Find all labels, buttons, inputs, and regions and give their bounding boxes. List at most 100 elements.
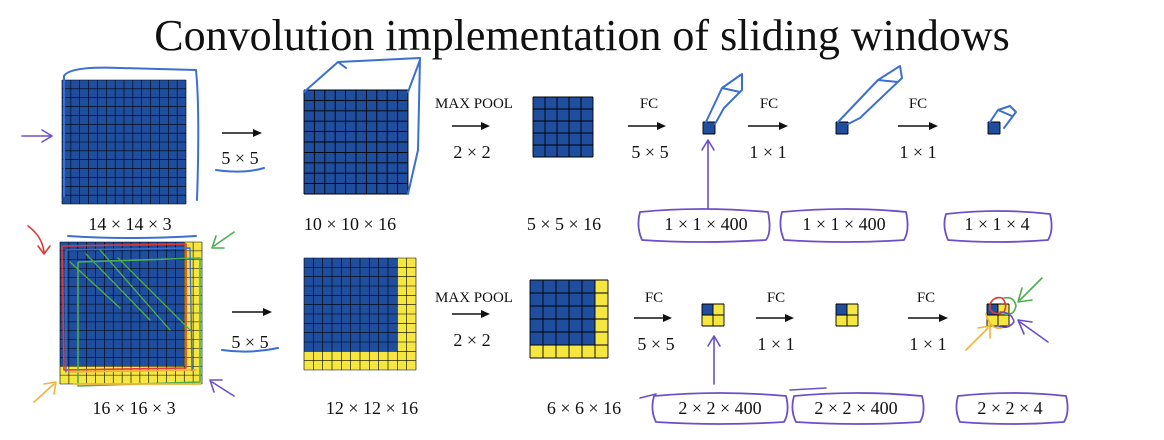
top-fc1-pointer <box>701 139 715 209</box>
bottom-pool-output-label: 6 × 6 × 16 <box>546 398 622 418</box>
arrow-layer <box>222 122 948 322</box>
top-pool-grid-blue-fill <box>533 97 593 157</box>
bottom-input-size-label: 16 × 16 × 3 <box>92 398 176 418</box>
top-fc2-output-label: 1 × 1 × 400 <box>802 214 886 234</box>
bottom-arrow-pool-head <box>481 310 490 318</box>
top-fc3-label: FC <box>908 96 928 112</box>
top-arrow-fc3 <box>898 122 938 130</box>
top-fc2-cell <box>835 121 849 135</box>
bottom-input-orange-window <box>69 369 201 385</box>
bottom-fc3-orange-pointer <box>965 325 991 351</box>
bottom-input-red-window <box>61 243 187 371</box>
top-fc3-output-circle <box>943 210 1053 243</box>
bottom-fc3-output-label: 2 × 2 × 4 <box>977 398 1043 418</box>
top-fc3-slab-sketch <box>989 105 1017 129</box>
bottom-green-pointer <box>211 231 235 249</box>
bottom-pool-size-label: 2 × 2 <box>453 330 491 350</box>
bottom-fc2-output-circle <box>791 392 925 425</box>
bottom-arrow-pool <box>452 310 490 318</box>
top-fc3-size-label: 1 × 1 <box>899 142 937 162</box>
top-fc2-cell-blue-fill <box>836 122 848 134</box>
bottom-fc2-grid-grid-lines <box>835 303 859 327</box>
bottom-fc3-red-circle <box>989 296 1007 315</box>
bottom-arrow-fc2 <box>756 314 794 322</box>
top-conv-grid <box>303 89 409 195</box>
bottom-pool-grid-grid-lines <box>529 279 609 359</box>
bottom-conv-grid <box>303 257 417 371</box>
top-conv-3d-sketch <box>303 57 421 195</box>
top-arrow-pool-head <box>481 122 490 130</box>
bottom-fc3-grid-blue-fill <box>987 304 998 315</box>
top-fc1-label: FC <box>639 96 659 112</box>
top-arrow-fc1 <box>628 122 666 130</box>
top-fc3-cell-grid-lines <box>987 121 1001 135</box>
bottom-fc1-grid-grid-lines <box>701 303 725 327</box>
bottom-arrow-fc3-head <box>939 314 948 322</box>
bottom-fc3-label: FC <box>916 290 936 306</box>
bottom-fc3-output-circle <box>955 392 1069 425</box>
top-input-size-label: 14 × 14 × 3 <box>88 214 172 234</box>
bottom-fc3-purple-circle <box>997 311 1015 329</box>
bottom-purple-pointer <box>209 379 235 397</box>
bottom-fc2-grid <box>835 303 859 327</box>
bottom-fc1-label: FC <box>644 290 664 306</box>
grid-layer <box>59 79 1010 385</box>
bottom-fc1-pointer <box>707 335 721 385</box>
top-arrow-conv-head <box>253 129 262 137</box>
top-arrow-fc1-head <box>657 122 666 130</box>
top-arrow-fc2-head <box>779 122 788 130</box>
top-input-grid-grid-lines <box>61 79 187 205</box>
bottom-pool-grid-blue-fill <box>530 280 595 345</box>
top-fc1-size-label: 5 × 5 <box>631 142 669 162</box>
top-fc1-cell-blue-fill <box>703 122 715 134</box>
top-fc2-cell-grid-lines <box>835 121 849 135</box>
top-conv-grid-grid-lines <box>303 89 409 195</box>
bottom-arrow-fc3 <box>908 314 948 322</box>
bottom-fc2-label: FC <box>766 290 786 306</box>
top-fc2-output-circle <box>779 208 909 243</box>
top-conv-filter-label: 5 × 5 <box>221 148 259 168</box>
top-fc1-cell <box>702 121 716 135</box>
bottom-arrow-conv <box>232 308 272 316</box>
bottom-pool-grid <box>529 279 609 359</box>
bottom-conv-underline <box>221 347 279 353</box>
top-conv-underline <box>215 167 265 173</box>
bottom-fc1-output-label: 2 × 2 × 400 <box>678 398 762 418</box>
bottom-fc1-grid-blue-fill <box>702 304 713 315</box>
top-fc1-output-circle <box>637 208 771 243</box>
top-input-underline <box>67 235 197 239</box>
top-pool-output-label: 5 × 5 × 16 <box>526 214 602 234</box>
bottom-input-grid-grid-lines <box>59 241 203 385</box>
bottom-fc1-dash-left <box>639 393 657 399</box>
bottom-orange-pointer <box>33 381 57 403</box>
bottom-red-pointer <box>27 225 51 255</box>
top-fc3-cell <box>987 121 1001 135</box>
bottom-fc1-size-label: 5 × 5 <box>637 334 675 354</box>
top-fc2-label: FC <box>759 96 779 112</box>
bottom-input-green-window <box>77 257 201 387</box>
bottom-fc2-grid-blue-fill <box>836 304 847 315</box>
bottom-conv-filter-label: 5 × 5 <box>231 332 269 352</box>
top-input-grid <box>61 79 187 205</box>
bottom-fc3-purple-pointer <box>1017 319 1049 343</box>
top-arrow-conv <box>222 129 262 137</box>
top-maxpool-label: MAX POOL <box>435 96 513 112</box>
bottom-fc3-size-label: 1 × 1 <box>909 334 947 354</box>
top-arrow-pool <box>452 122 490 130</box>
bottom-input-blue-window <box>65 247 193 373</box>
top-fc1-cell-grid-lines <box>702 121 716 135</box>
top-fc2-slab-sketch <box>837 65 903 125</box>
bottom-fc3-orange-circle <box>985 313 1003 330</box>
top-conv-output-label: 10 × 10 × 16 <box>303 214 397 234</box>
top-fc1-output-label: 1 × 1 × 400 <box>664 214 748 234</box>
top-fc2-size-label: 1 × 1 <box>749 142 787 162</box>
bottom-fc1-output-circle <box>651 392 789 425</box>
top-fc1-slab-sketch <box>705 73 743 125</box>
bottom-fc2-size-label: 1 × 1 <box>757 334 795 354</box>
top-fc3-cell-blue-fill <box>988 122 1000 134</box>
top-pool-grid <box>532 96 594 158</box>
bottom-fc1-grid <box>701 303 725 327</box>
bottom-arrow-fc2-head <box>785 314 794 322</box>
